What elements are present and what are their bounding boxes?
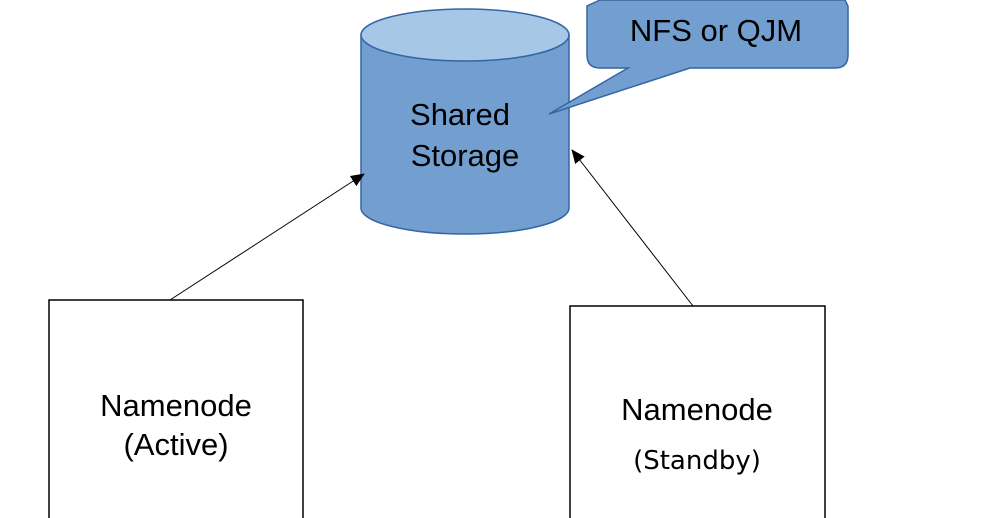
callout-bubble: NFS or QJM	[548, 0, 849, 115]
namenode-standby-status: (Standby)	[633, 446, 761, 476]
shared-storage-cylinder: Shared Storage	[360, 8, 570, 235]
arrow-standby-to-storage	[571, 149, 694, 307]
callout-text: NFS or QJM	[630, 13, 802, 48]
namenode-standby-label: Namenode	[621, 392, 773, 427]
storage-label-line1: Shared	[410, 97, 510, 132]
namenode-active-status: (Active)	[123, 427, 228, 462]
callout-shape	[548, 0, 849, 115]
namenode-active-label: Namenode	[100, 388, 252, 423]
namenode-active-rect	[48, 299, 304, 518]
namenode-active-box: Namenode (Active)	[48, 299, 304, 518]
cylinder-top	[360, 8, 570, 62]
arrow-active-to-storage	[169, 173, 365, 301]
storage-label-line2: Storage	[411, 138, 520, 173]
cylinder-body	[360, 34, 570, 235]
namenode-standby-rect	[569, 305, 826, 518]
namenode-standby-box: Namenode (Standby)	[569, 305, 826, 518]
